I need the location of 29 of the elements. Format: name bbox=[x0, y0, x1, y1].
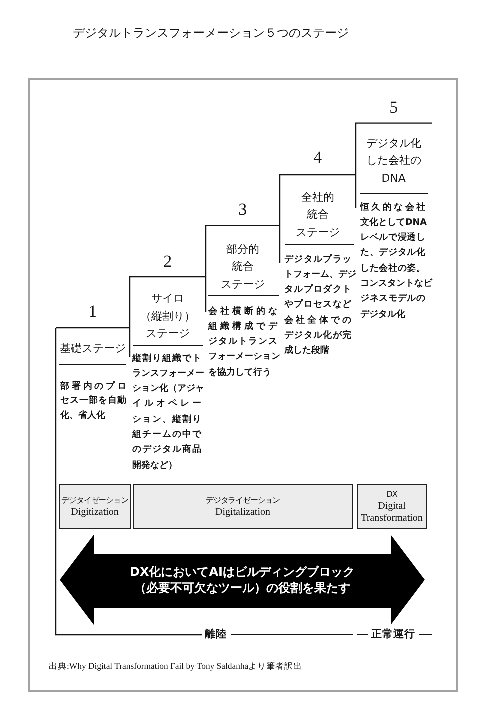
step-number: 3 bbox=[238, 199, 248, 221]
stage-title: サイロ（縦割り）ステージ bbox=[140, 291, 196, 342]
category-label: デジタイゼーション bbox=[62, 494, 128, 507]
stage-description: デジタルプラットフォーム、デジタルプロダクトやプロセスなど会社全体でのデジタル化が完成した段階 bbox=[284, 253, 356, 358]
arrow-text: DX化においてAIはビルディングブロック（必要不可欠なツール）の役割を果たす bbox=[130, 564, 355, 596]
step-number: 2 bbox=[164, 251, 172, 273]
category-label: Digital Transformation bbox=[360, 501, 424, 524]
category-box bbox=[133, 484, 353, 529]
source-note: 出典:Why Digital Transformation Fail by Tony Saldanhaより筆者訳出 bbox=[49, 660, 303, 672]
range-label: 離陸 bbox=[204, 628, 228, 642]
category-label: DX bbox=[386, 489, 398, 501]
category-label: Digitization bbox=[71, 506, 119, 518]
category-label: デジタライゼーション bbox=[206, 494, 280, 507]
stage-title: デジタル化した会社のDNA bbox=[366, 136, 422, 186]
step-number: 5 bbox=[390, 97, 398, 119]
stage-description: 会社横断的な組織構成でデジタルトランスフォーメーションを協力して行う bbox=[208, 305, 280, 380]
stage-title: 部分的統合ステージ bbox=[220, 242, 265, 292]
stage-description: 縦割り組織でトランスフォーメーション化（アジャイルオペレーション、縦割り組チームの中でのデジタル商品開発など） bbox=[132, 352, 204, 473]
stage-description: 恒久的な会社文化としてDNAレベルで浸透した、デジタル化した会社の姿。コンスタントなビジネスモデルのデジタル化 bbox=[360, 201, 432, 322]
category-box bbox=[59, 484, 131, 529]
stage-description: 部署内のプロセス一部を自動化、省人化 bbox=[60, 380, 126, 422]
title: デジタルトランスフォーメーション５つのステージ bbox=[73, 25, 349, 41]
range-label: 正常運行 bbox=[370, 628, 416, 642]
stage-title: 基礎ステージ bbox=[60, 340, 126, 356]
category-box bbox=[357, 484, 427, 529]
step-number: 1 bbox=[88, 301, 98, 323]
category-label: Digitalization bbox=[216, 506, 270, 518]
stage-title: 全社的統合ステージ bbox=[296, 190, 340, 240]
step-number: 4 bbox=[314, 147, 322, 169]
